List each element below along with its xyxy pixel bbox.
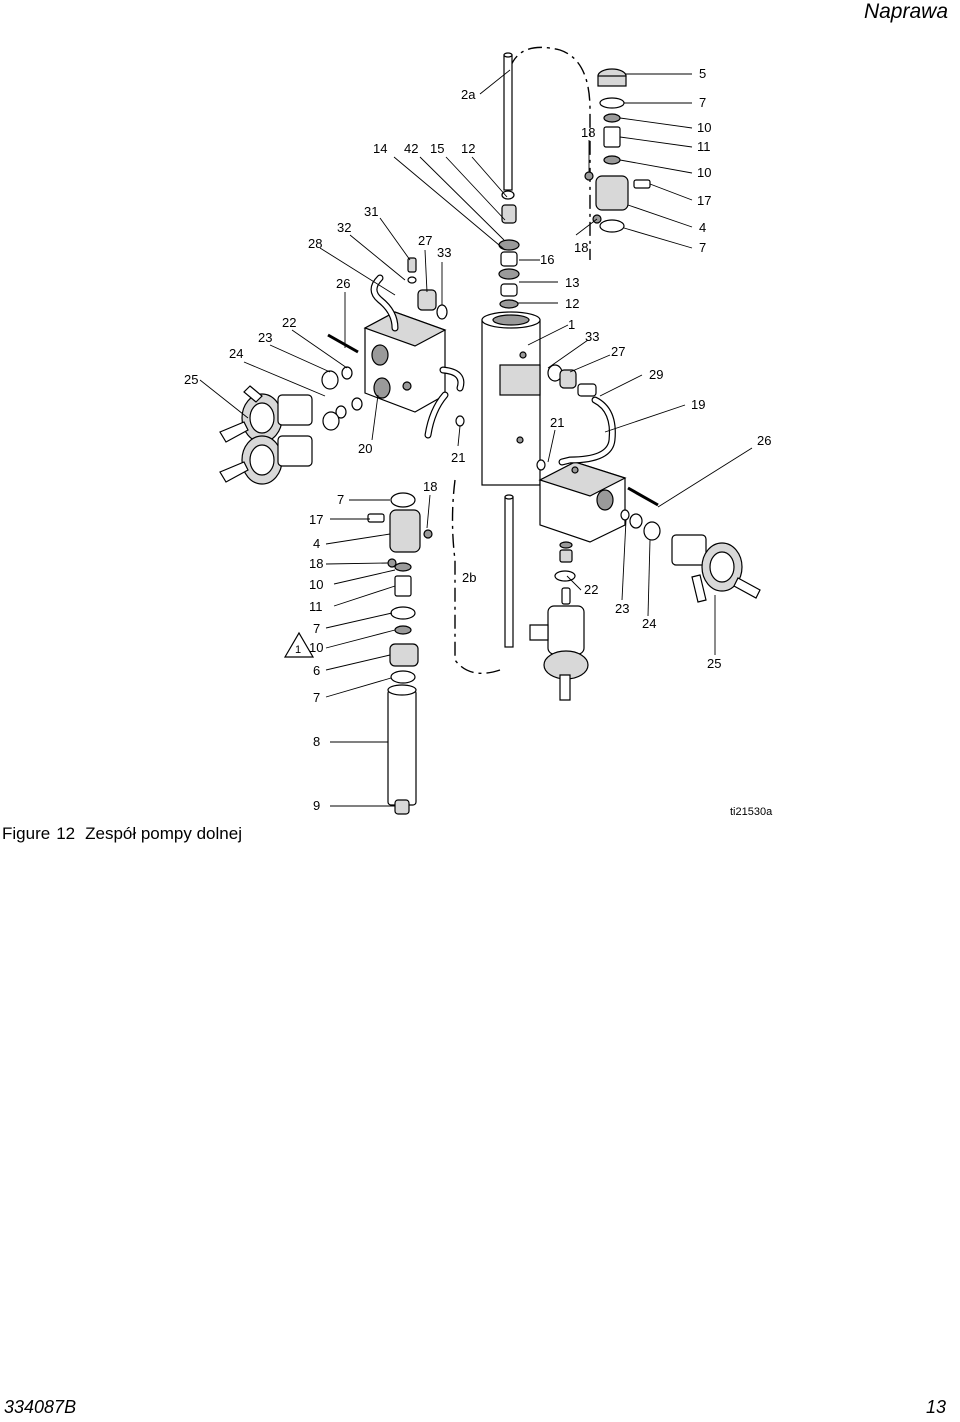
callout-10: 10 <box>309 577 323 592</box>
callout-33: 33 <box>437 245 451 260</box>
callout-11: 11 <box>697 139 711 154</box>
callout-22: 22 <box>282 315 296 330</box>
callout-19: 19 <box>691 397 705 412</box>
left-manifold-block <box>363 311 447 413</box>
callout-42: 42 <box>404 141 418 156</box>
note-triangle-marker: 1 <box>283 631 315 658</box>
callout-26: 26 <box>757 433 771 448</box>
top-check-valve-stack <box>584 68 651 233</box>
left-air-valve-upper <box>219 385 313 443</box>
callout-24: 24 <box>642 616 656 631</box>
callout-1: 1 <box>568 317 575 332</box>
lower-right-fittings <box>536 364 661 605</box>
callout-13: 13 <box>565 275 579 290</box>
callout-5: 5 <box>699 66 706 81</box>
callout-10: 10 <box>697 120 711 135</box>
callout-7: 7 <box>313 621 320 636</box>
lower-pump-air-valve <box>529 605 589 701</box>
figure-number: 12 <box>56 824 76 843</box>
displacement-rod-upper <box>498 52 520 309</box>
callout-2b: 2b <box>462 570 476 585</box>
callout-22: 22 <box>584 582 598 597</box>
callout-12: 12 <box>565 296 579 311</box>
callout-20: 20 <box>358 441 372 456</box>
figure-reference-code: ti21530a <box>730 806 773 818</box>
figure-title: Zespół pompy dolnej <box>85 824 242 843</box>
callout-16: 16 <box>540 252 554 267</box>
page-number: 13 <box>925 1397 946 1417</box>
callout-6: 6 <box>313 663 320 678</box>
callout-12: 12 <box>461 141 475 156</box>
callout-23: 23 <box>615 601 629 616</box>
callout-10: 10 <box>309 640 323 655</box>
callout-9: 9 <box>313 798 320 813</box>
callout-2a: 2a <box>461 87 476 102</box>
figure-label: Figure <box>2 824 51 843</box>
callout-10: 10 <box>697 165 711 180</box>
callout-4: 4 <box>699 220 706 235</box>
callout-26: 26 <box>336 276 350 291</box>
left-fittings <box>321 257 465 431</box>
phantom-outline-upper <box>509 46 591 260</box>
callout-7: 7 <box>337 492 344 507</box>
note-marker-number: 1 <box>295 644 301 656</box>
callout-14: 14 <box>373 141 387 156</box>
callout-24: 24 <box>229 346 243 361</box>
callout-21: 21 <box>550 415 564 430</box>
callout-25: 25 <box>184 372 198 387</box>
callout-27: 27 <box>418 233 432 248</box>
callout-18: 18 <box>423 479 437 494</box>
callout-29: 29 <box>649 367 663 382</box>
callout-18: 18 <box>574 240 588 255</box>
callout-31: 31 <box>364 204 378 219</box>
left-air-valve-lower <box>219 435 313 485</box>
leader-lines <box>199 69 753 807</box>
callout-25: 25 <box>707 656 721 671</box>
foot-valve-stack <box>367 492 433 815</box>
callout-21: 21 <box>451 450 465 465</box>
callout-8: 8 <box>313 734 320 749</box>
callout-15: 15 <box>430 141 444 156</box>
callout-18: 18 <box>309 556 323 571</box>
section-title: Naprawa <box>863 0 948 23</box>
pump-cylinder <box>481 311 541 486</box>
figure-caption: Figure 12 Zespół pompy dolnej <box>2 824 242 844</box>
hoses <box>370 274 616 466</box>
callout-28: 28 <box>308 236 322 251</box>
callout-18: 18 <box>581 125 595 140</box>
callout-7: 7 <box>699 240 706 255</box>
callout-23: 23 <box>258 330 272 345</box>
right-air-valve <box>671 534 761 603</box>
callout-7: 7 <box>313 690 320 705</box>
displacement-rod-lower <box>504 494 514 648</box>
callout-17: 17 <box>309 512 323 527</box>
callout-4: 4 <box>313 536 320 551</box>
callout-27: 27 <box>611 344 625 359</box>
callout-17: 17 <box>697 193 711 208</box>
callout-7: 7 <box>699 95 706 110</box>
document-number: 334087B <box>4 1397 77 1417</box>
callout-labels: 5 7 10 11 10 17 4 7 18 18 16 13 12 1 33 … <box>184 66 773 818</box>
callout-32: 32 <box>337 220 351 235</box>
right-manifold-block <box>538 461 627 543</box>
callout-33: 33 <box>585 329 599 344</box>
callout-11: 11 <box>309 599 323 614</box>
